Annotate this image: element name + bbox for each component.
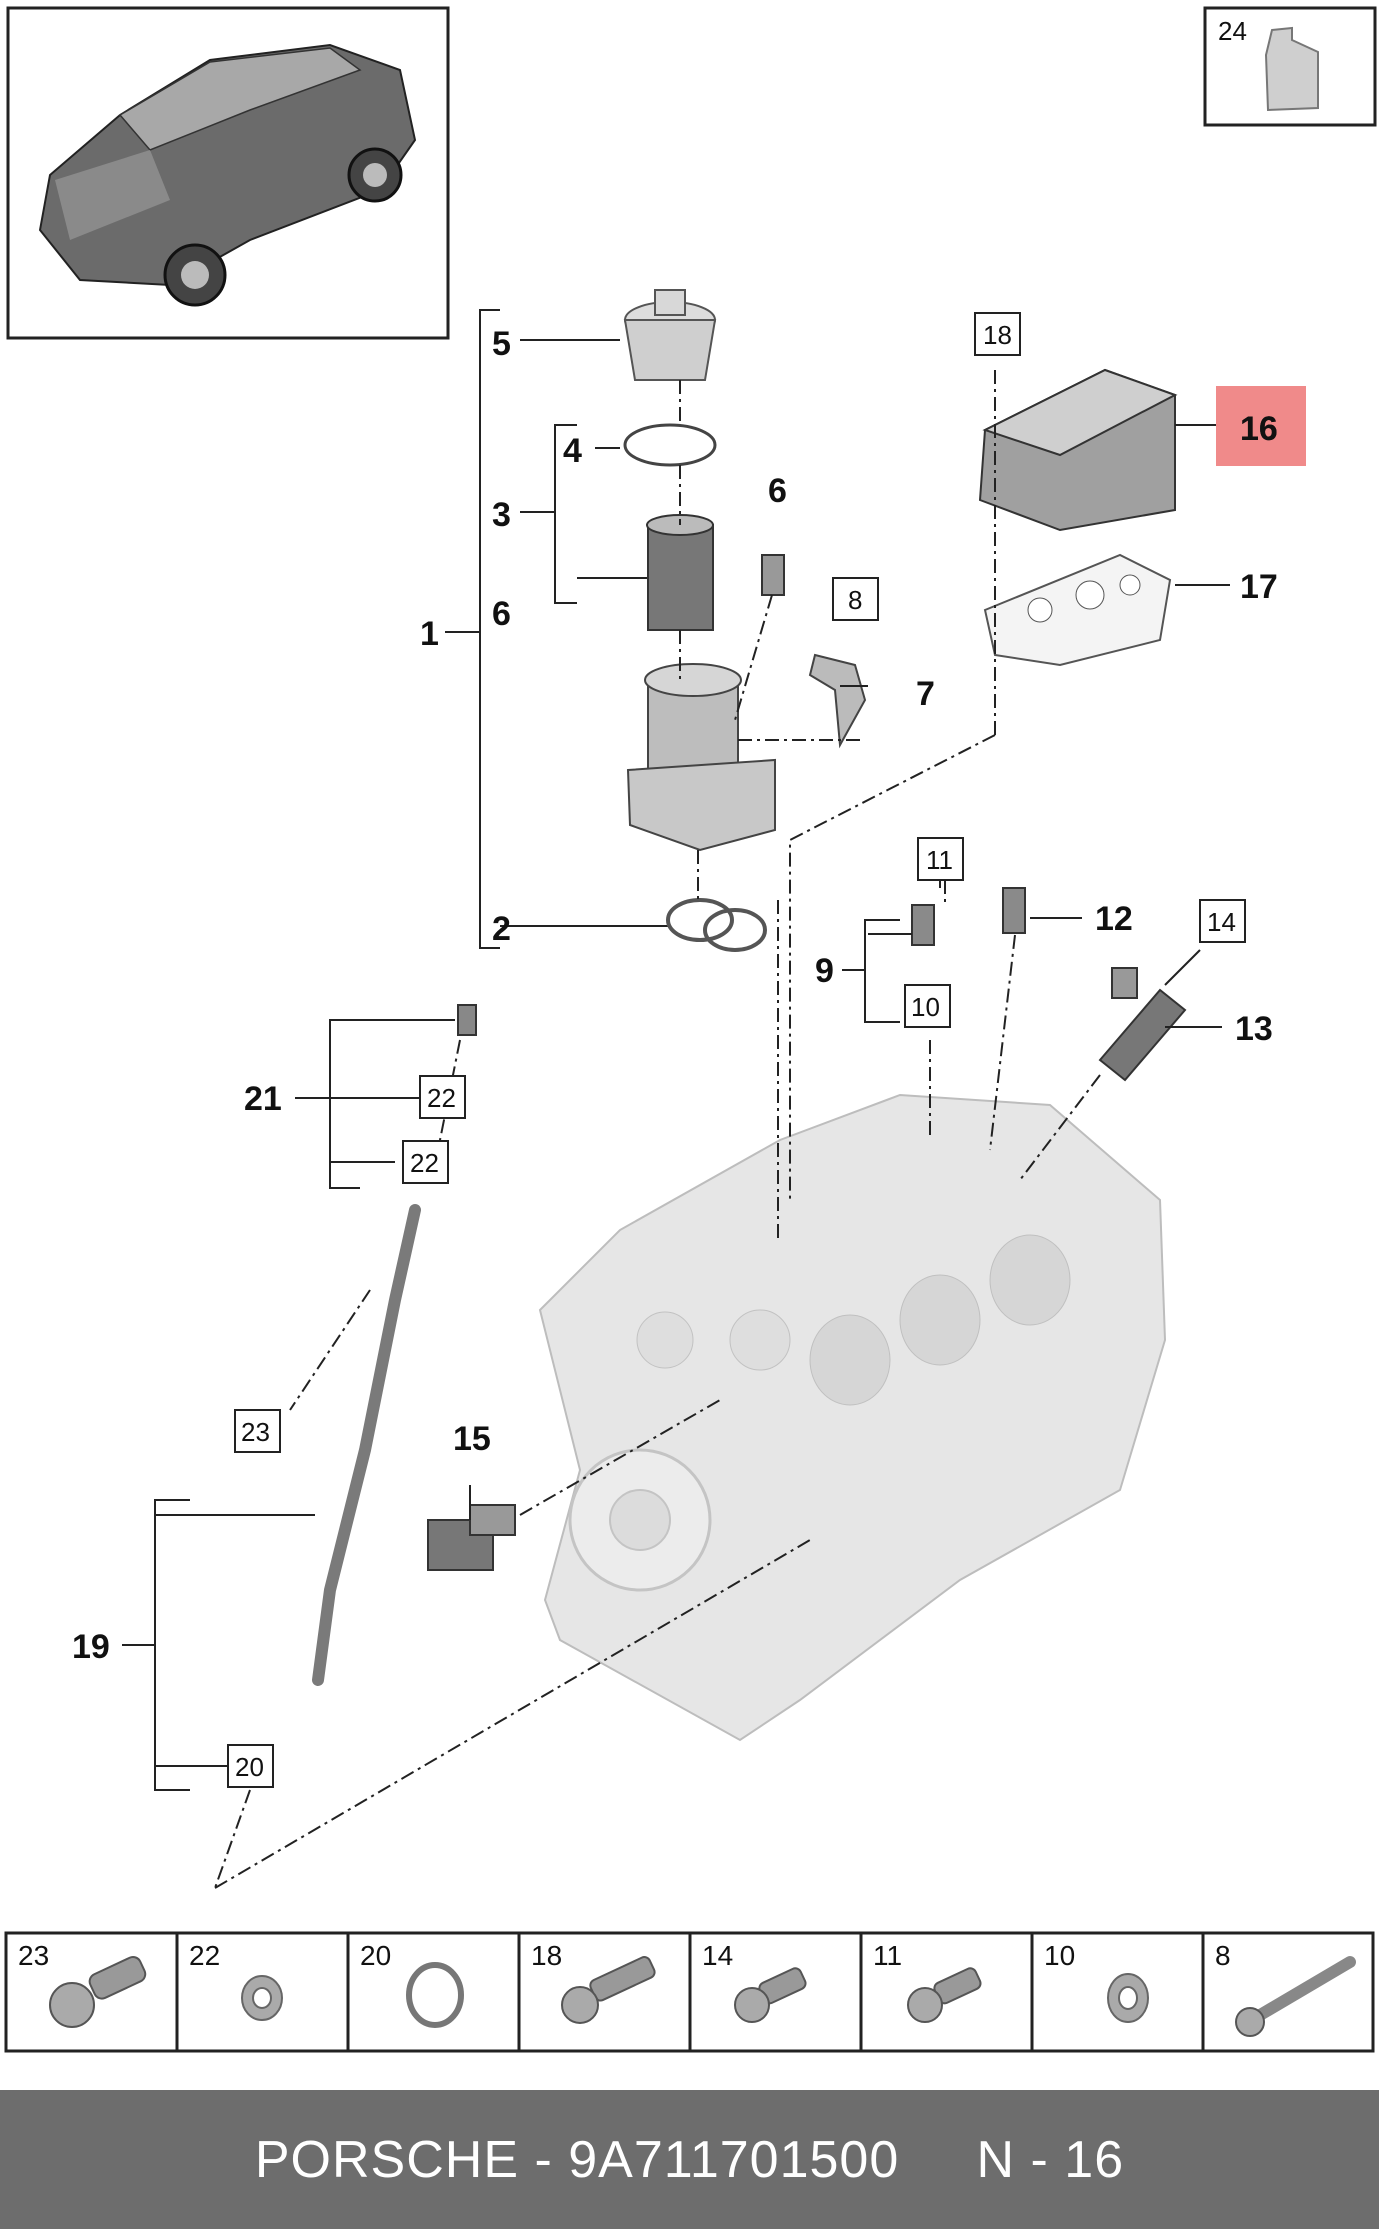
strip-cell-11[interactable]: 11 <box>873 1940 982 2023</box>
callout-6b: 6 <box>492 595 511 633</box>
svg-text:14: 14 <box>1207 907 1236 937</box>
strip-cell-8[interactable]: 8 <box>1215 1940 1356 2037</box>
svg-text:18: 18 <box>531 1940 562 1971</box>
svg-text:8: 8 <box>848 585 862 615</box>
callout-21: 21 <box>244 1080 282 1118</box>
svg-text:10: 10 <box>911 992 940 1022</box>
svg-text:20: 20 <box>235 1752 264 1782</box>
dipstick-tube-part-19[interactable] <box>312 1204 421 1686</box>
footer-part-number: 9A711701500 <box>568 2130 900 2189</box>
bolt-icon <box>907 1967 982 2023</box>
box-18[interactable]: 18 <box>974 312 1021 356</box>
o-ring-icon <box>406 1962 464 2028</box>
strip-cell-10[interactable]: 10 <box>1044 1940 1149 2023</box>
box-14[interactable]: 14 <box>1199 899 1246 943</box>
svg-text:11: 11 <box>873 1940 902 1971</box>
strip-cell-23[interactable]: 23 <box>18 1940 148 2028</box>
sensor-part-12[interactable] <box>1002 887 1026 934</box>
seal-part-2[interactable] <box>666 898 767 952</box>
seal-ring-icon <box>241 1975 283 2021</box>
callout-16-on-highlight: 16 <box>1240 410 1278 448</box>
svg-text:10: 10 <box>1044 1940 1075 1971</box>
callout-17: 17 <box>1240 568 1278 606</box>
strip-cell-20[interactable]: 20 <box>360 1940 464 2028</box>
box-22a[interactable]: 22 <box>419 1075 466 1119</box>
valve-part-13[interactable] <box>1098 967 1187 1082</box>
car-icon <box>38 43 417 307</box>
oil-filter-housing[interactable] <box>626 663 776 852</box>
sensor-part-9[interactable] <box>911 904 935 946</box>
oil-bottle-icon <box>1264 26 1319 112</box>
svg-text:14: 14 <box>702 1940 733 1971</box>
footer-page: N - 16 <box>976 2130 1125 2189</box>
box-8[interactable]: 8 <box>832 577 879 621</box>
box-23[interactable]: 23 <box>234 1409 281 1453</box>
footer-bar: PORSCHE - 9A711701500 N - 16 <box>0 2090 1379 2229</box>
callout-5: 5 <box>492 325 511 363</box>
svg-text:8: 8 <box>1215 1940 1231 1971</box>
callout-15: 15 <box>453 1420 491 1458</box>
svg-text:11: 11 <box>926 845 953 875</box>
strip-cell-22[interactable]: 22 <box>189 1940 283 2021</box>
svg-text:23: 23 <box>241 1417 270 1447</box>
callout-2: 2 <box>492 910 511 948</box>
parts-strip: 23 22 20 18 14 <box>4 1931 1375 2053</box>
engine-block[interactable] <box>538 1093 1167 1742</box>
svg-text:20: 20 <box>360 1940 391 1971</box>
bolt-icon <box>734 1967 807 2023</box>
oil-filter-cap[interactable] <box>623 289 717 381</box>
box-22b[interactable]: 22 <box>402 1140 449 1184</box>
oil-cooler-part-16[interactable] <box>978 368 1178 532</box>
group-1-bracket <box>445 309 670 949</box>
part-24-box[interactable]: 24 <box>1203 6 1377 127</box>
dipstick-part-21[interactable] <box>457 1004 477 1036</box>
long-bolt-icon <box>1235 1956 1356 2037</box>
box-20[interactable]: 20 <box>227 1744 274 1788</box>
callout-7: 7 <box>916 675 935 713</box>
bolt-icon <box>561 1956 656 2024</box>
bolt-icon <box>49 1956 147 2028</box>
svg-text:23: 23 <box>18 1940 49 1971</box>
part-24-label: 24 <box>1218 16 1247 46</box>
callout-12: 12 <box>1095 900 1133 938</box>
bracket-part-7[interactable] <box>808 653 867 749</box>
svg-text:22: 22 <box>410 1148 439 1178</box>
callout-19: 19 <box>72 1628 110 1666</box>
footer-separator: - <box>519 2130 569 2189</box>
callout-4: 4 <box>563 432 582 470</box>
leader-lines <box>122 424 1230 1791</box>
callout-1: 1 <box>420 615 439 653</box>
callout-16: 16 <box>1240 410 1278 448</box>
strip-cell-14[interactable]: 14 <box>702 1940 807 2023</box>
svg-text:22: 22 <box>427 1083 456 1113</box>
strip-cell-18[interactable]: 18 <box>531 1940 657 2024</box>
highlight-part-16 <box>1216 386 1306 466</box>
seal-ring-icon <box>1107 1973 1149 2023</box>
callout-6a: 6 <box>768 472 787 510</box>
footer-brand: PORSCHE <box>254 2130 520 2189</box>
callout-3: 3 <box>492 496 511 534</box>
oil-filter-element[interactable] <box>646 514 714 631</box>
vehicle-thumbnail[interactable] <box>6 6 450 340</box>
o-ring-part-4[interactable] <box>623 423 717 467</box>
gasket-part-17[interactable] <box>983 553 1172 667</box>
valve-part-6[interactable] <box>761 554 785 596</box>
callout-9: 9 <box>815 952 834 990</box>
box-10[interactable]: 10 <box>904 984 951 1028</box>
svg-text:22: 22 <box>189 1940 220 1971</box>
box-11[interactable]: 11 <box>917 837 964 881</box>
pressure-switch-part-15[interactable] <box>427 1504 516 1571</box>
dash-dot-lines <box>214 370 1101 1889</box>
callout-13: 13 <box>1235 1010 1273 1048</box>
footer-gap <box>899 2130 976 2190</box>
svg-text:18: 18 <box>983 320 1012 350</box>
